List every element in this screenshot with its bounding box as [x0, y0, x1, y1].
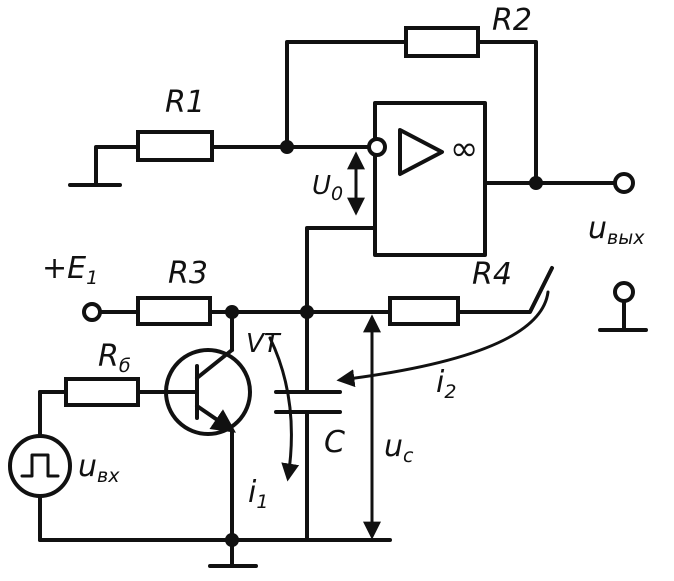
label-uc: uc	[384, 429, 414, 467]
wires	[38, 40, 648, 568]
label-u0: U0	[312, 171, 343, 205]
label-c: C	[324, 425, 345, 460]
label-r1: R1	[165, 85, 205, 120]
resistor-r3	[136, 296, 212, 326]
label-uin-main: u	[78, 449, 97, 484]
label-uout: uвых	[588, 211, 645, 249]
label-e1-main: +E	[42, 251, 86, 286]
measurement-arrows	[268, 151, 550, 540]
label-r2: R2	[492, 3, 532, 38]
transistor-vt	[163, 348, 252, 436]
label-e1: +E1	[42, 251, 98, 289]
label-i1-sub: 1	[256, 491, 268, 513]
resistor-r1	[136, 130, 214, 162]
label-i1-main: i	[248, 475, 257, 510]
label-uout-main: u	[588, 211, 607, 246]
junction-dots	[225, 140, 543, 547]
resistor-rb	[64, 377, 140, 407]
label-i1: i1	[248, 475, 268, 513]
label-i2-sub: 2	[444, 381, 456, 403]
output-terminal	[613, 172, 635, 194]
label-rb: Rб	[98, 339, 131, 377]
label-vt: VT	[246, 329, 282, 359]
label-u0-main: U	[312, 171, 331, 201]
opamp-infinity-symbol: ∞	[450, 129, 478, 169]
capacitor	[274, 390, 342, 414]
label-e1-sub: 1	[86, 267, 98, 289]
label-r4: R4	[472, 257, 512, 292]
label-uin: uвх	[78, 449, 120, 487]
resistor-r4	[388, 296, 460, 326]
resistor-r2	[404, 26, 480, 58]
label-uin-sub: вх	[97, 465, 120, 487]
reference-terminal	[613, 281, 635, 303]
inverting-input-terminal	[367, 137, 387, 157]
opamp	[367, 101, 487, 257]
e1-terminal	[82, 302, 102, 322]
label-r3: R3	[168, 256, 208, 291]
label-i2-main: i	[436, 365, 445, 400]
label-uc-main: u	[384, 429, 403, 464]
pulse-source-icon	[8, 434, 72, 498]
label-uc-sub: c	[403, 445, 414, 467]
label-u0-sub: 0	[331, 183, 343, 205]
label-rb-sub: б	[119, 355, 131, 377]
label-rb-main: R	[98, 339, 119, 374]
label-i2: i2	[436, 365, 456, 403]
label-uout-sub: вых	[607, 227, 645, 249]
